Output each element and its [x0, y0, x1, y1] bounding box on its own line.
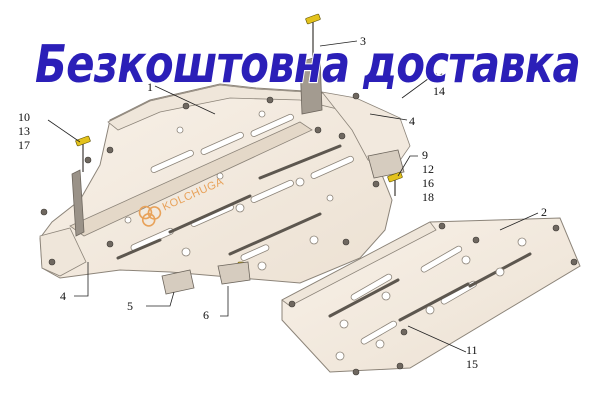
callout-1: 1	[147, 80, 153, 94]
callout-3: 3	[360, 34, 366, 48]
promo-banner: Безкоштовна доставка	[35, 34, 580, 96]
callout-4-rear: 4	[409, 114, 415, 128]
callout-6: 6	[203, 308, 209, 322]
main-plate	[39, 13, 411, 295]
callout-4-left: 4	[60, 289, 66, 303]
callout-5: 5	[127, 299, 133, 313]
rear-plate	[281, 217, 581, 376]
banner-text: Безкоштовна доставка	[35, 35, 580, 95]
callout-2: 2	[541, 205, 547, 219]
leader-lines	[47, 40, 539, 353]
